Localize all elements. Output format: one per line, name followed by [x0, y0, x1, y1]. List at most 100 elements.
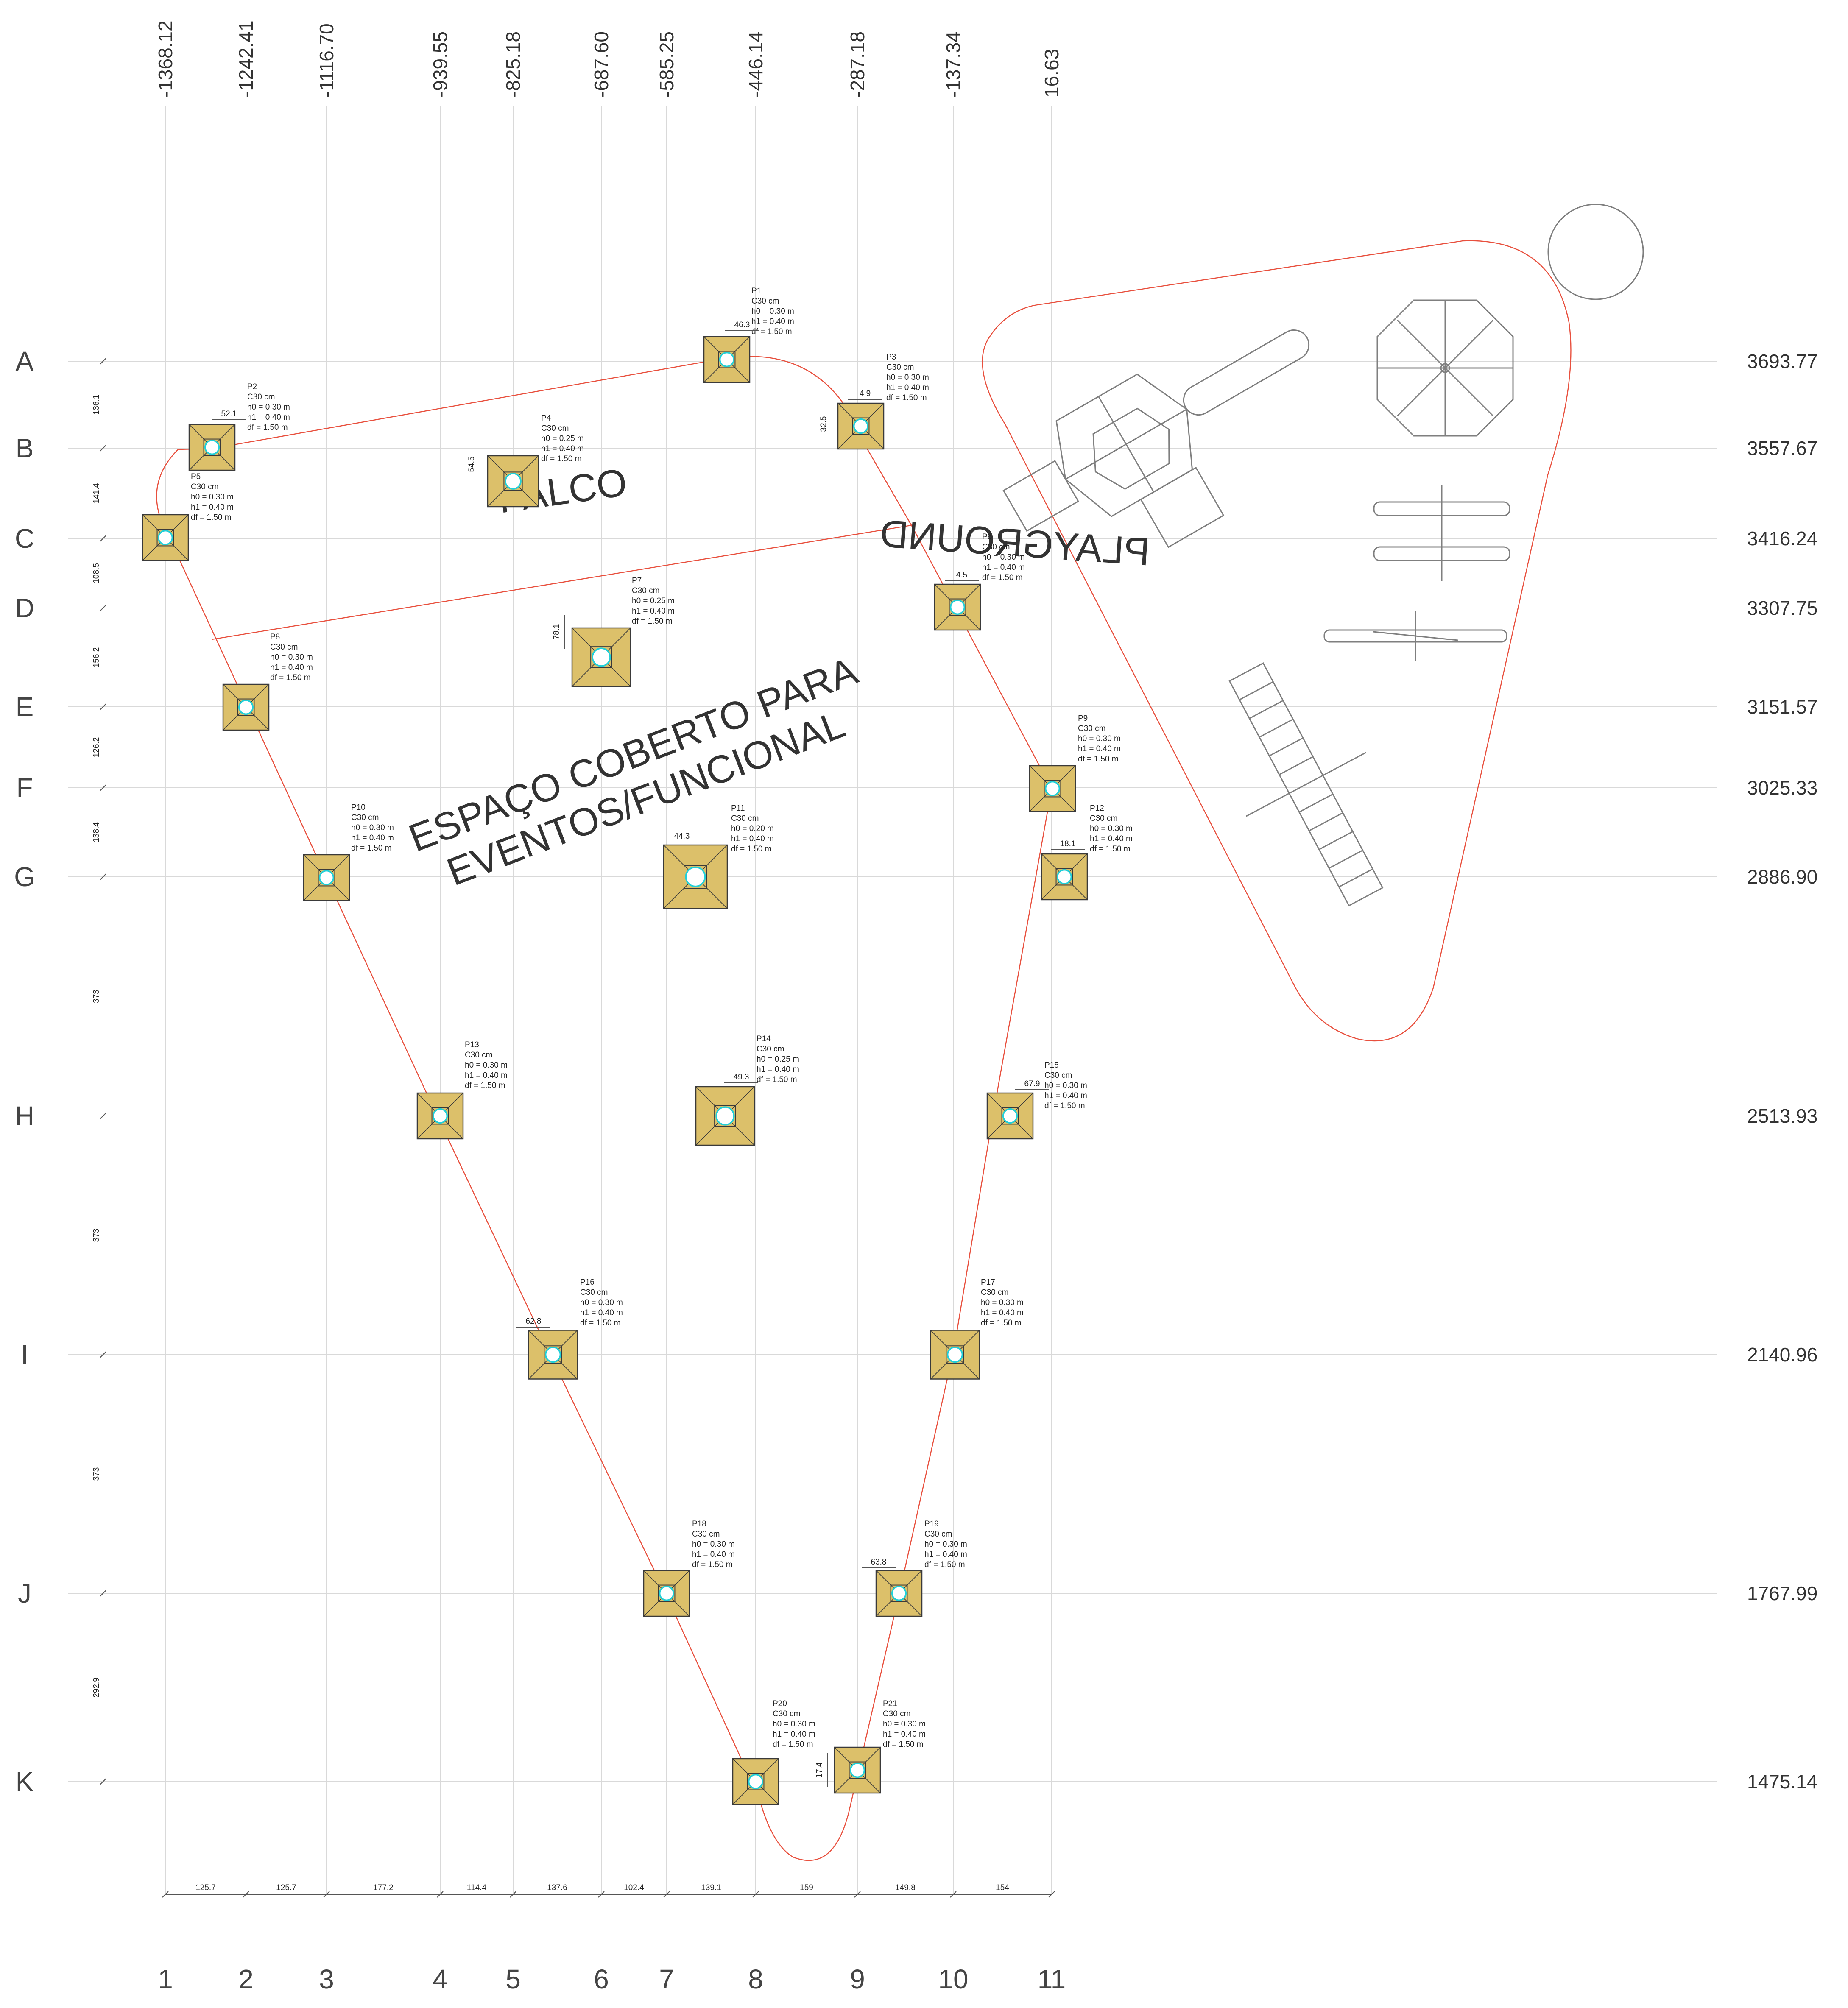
- column-section[interactable]: [1002, 1108, 1018, 1124]
- footing-note: h1 = 0.40 m: [982, 563, 1025, 572]
- footing-pedestal: [718, 351, 736, 368]
- footing-note: h0 = 0.30 m: [883, 1720, 926, 1729]
- column-section[interactable]: [891, 1585, 907, 1601]
- column-spacing-label: 125.7: [195, 1883, 216, 1892]
- slide-tower: [1002, 329, 1310, 548]
- column-section[interactable]: [715, 1106, 735, 1126]
- column-section[interactable]: [544, 1346, 561, 1363]
- footing-note: h1 = 0.40 m: [981, 1308, 1024, 1317]
- footing-note: h0 = 0.30 m: [465, 1061, 508, 1070]
- dimension-tick: [100, 445, 106, 452]
- column-section[interactable]: [719, 351, 735, 368]
- footing-note: C30 cm: [883, 1710, 910, 1718]
- grid-column-coordinate: -137.34: [942, 31, 964, 98]
- footing-pedestal: [503, 471, 523, 491]
- footing-pedestal: [1055, 868, 1073, 886]
- footing-note: df = 1.50 m: [247, 423, 288, 432]
- column-section[interactable]: [685, 866, 706, 887]
- footing-note: P4: [541, 414, 551, 423]
- footing-note: df = 1.50 m: [773, 1740, 813, 1749]
- column-section[interactable]: [853, 418, 869, 434]
- column-section[interactable]: [748, 1774, 764, 1790]
- column-section[interactable]: [1044, 781, 1061, 797]
- column-spacing-label: 139.1: [701, 1883, 721, 1892]
- column-section[interactable]: [318, 870, 335, 886]
- grid-row-coordinate: 2886.90: [1747, 866, 1817, 888]
- footing-p3b[interactable]: 32.5: [819, 407, 832, 441]
- grid-row-label: K: [16, 1766, 34, 1797]
- footing-note: C30 cm: [1044, 1071, 1072, 1080]
- column-section[interactable]: [592, 647, 611, 667]
- circle-feature: [1547, 204, 1644, 300]
- footing-note: h1 = 0.40 m: [541, 444, 584, 453]
- offset-dimension: 4.5: [956, 571, 967, 580]
- footing-note: h0 = 0.30 m: [981, 1298, 1024, 1307]
- grid-row-coordinate: 3025.33: [1747, 777, 1817, 799]
- footing-pedestal: [544, 1345, 562, 1364]
- column-section[interactable]: [849, 1762, 865, 1778]
- offset-dimension: 44.3: [674, 832, 690, 841]
- dimension-tick: [100, 1113, 106, 1119]
- offset-dimension: 46.3: [734, 321, 750, 329]
- footing-note: P12: [1090, 804, 1104, 813]
- column-section[interactable]: [949, 599, 966, 615]
- footing-note: h1 = 0.40 m: [351, 834, 394, 842]
- column-section[interactable]: [157, 530, 173, 546]
- column-section[interactable]: [204, 439, 220, 455]
- column-spacing-label: 137.6: [547, 1883, 567, 1892]
- grid-row-coordinate: 3416.24: [1747, 527, 1817, 549]
- footing-note: df = 1.50 m: [632, 617, 673, 626]
- footing-note: h1 = 0.40 m: [751, 317, 794, 326]
- footing-note: P18: [692, 1520, 706, 1528]
- grid-column-coordinate: -687.60: [590, 31, 612, 98]
- playground-boundary: [982, 240, 1572, 1042]
- footing-note: h0 = 0.30 m: [751, 307, 794, 316]
- footing-note: h1 = 0.40 m: [270, 663, 313, 672]
- footing-pedestal: [658, 1584, 676, 1602]
- seesaw-1: [1373, 485, 1510, 581]
- footing-note: h0 = 0.30 m: [692, 1540, 735, 1549]
- column-section[interactable]: [238, 699, 254, 715]
- footing-note: df = 1.50 m: [270, 673, 311, 682]
- footing-note: h1 = 0.40 m: [773, 1730, 815, 1739]
- footing-note: C30 cm: [773, 1710, 800, 1718]
- row-spacing-label: 141.4: [92, 483, 101, 503]
- column-section[interactable]: [1056, 869, 1072, 885]
- grid-column-coordinate: -1242.41: [235, 20, 257, 98]
- footing-note: C30 cm: [1090, 814, 1117, 823]
- footing-note: P2: [247, 382, 257, 391]
- footing-note: P11: [731, 804, 745, 813]
- column-section[interactable]: [505, 473, 522, 490]
- offset-dimension: 18.1: [1060, 839, 1076, 848]
- footing-note: C30 cm: [981, 1288, 1008, 1297]
- column-section[interactable]: [946, 1346, 963, 1363]
- footing-note: C30 cm: [191, 482, 218, 491]
- column-section[interactable]: [659, 1585, 675, 1601]
- footing-note: df = 1.50 m: [757, 1075, 797, 1084]
- column-section[interactable]: [432, 1108, 448, 1124]
- grid-row-label: C: [15, 523, 34, 554]
- footing-note: h1 = 0.40 m: [886, 383, 929, 392]
